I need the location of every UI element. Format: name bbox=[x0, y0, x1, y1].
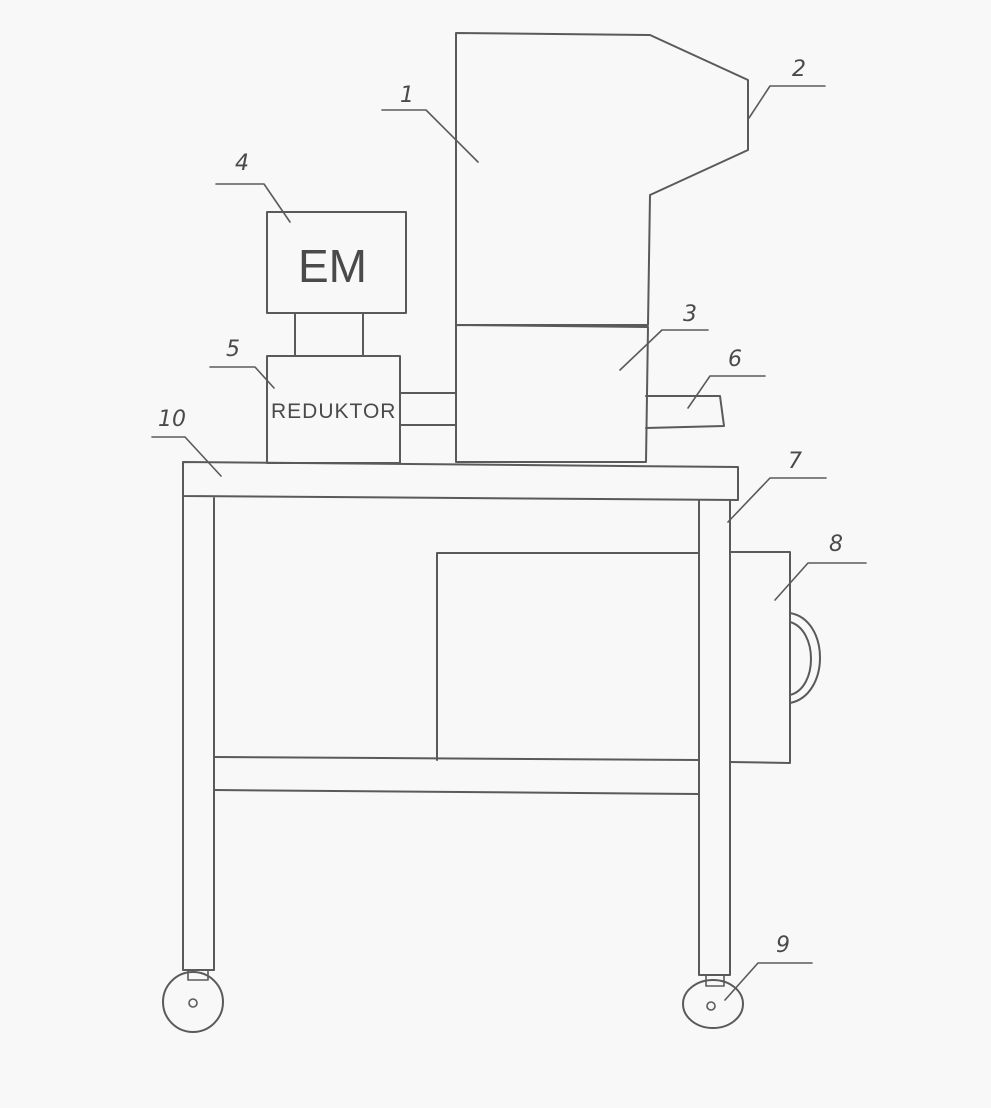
left-leg bbox=[182, 495, 215, 971]
leader-6 bbox=[687, 375, 766, 409]
callout-1: 1 bbox=[400, 83, 414, 108]
drawer-front bbox=[436, 551, 791, 764]
drive-shaft bbox=[399, 392, 457, 426]
right-wheel bbox=[682, 979, 744, 1029]
cabinet-bottom bbox=[213, 756, 700, 761]
leader-1 bbox=[381, 109, 479, 163]
left-wheel bbox=[162, 971, 224, 1033]
drawer-handle bbox=[789, 612, 821, 704]
table-top bbox=[182, 461, 739, 501]
callout-8: 8 bbox=[829, 532, 843, 557]
leader-3 bbox=[619, 329, 709, 371]
leader-10 bbox=[151, 436, 222, 477]
hopper-body bbox=[455, 32, 749, 326]
right-wheel-hub bbox=[706, 1001, 716, 1011]
leader-4 bbox=[215, 183, 291, 223]
motor-coupling bbox=[294, 312, 364, 357]
leader-2 bbox=[748, 85, 826, 119]
callout-4: 4 bbox=[235, 151, 249, 176]
right-leg bbox=[698, 499, 731, 976]
left-wheel-hub bbox=[188, 998, 198, 1008]
leader-8 bbox=[774, 562, 867, 601]
motor-label: EM bbox=[298, 240, 367, 292]
lower-rail bbox=[213, 789, 700, 795]
callout-10: 10 bbox=[158, 407, 186, 432]
callout-7: 7 bbox=[788, 449, 802, 474]
callout-3: 3 bbox=[683, 302, 697, 327]
leader-5 bbox=[209, 366, 275, 389]
leader-9 bbox=[724, 962, 813, 1001]
lower-housing bbox=[455, 324, 649, 463]
outlet-spout bbox=[645, 395, 725, 429]
gearbox-label: REDUKTOR bbox=[271, 400, 396, 423]
callout-2: 2 bbox=[792, 57, 806, 82]
callout-9: 9 bbox=[776, 933, 790, 958]
motor-box bbox=[266, 211, 407, 314]
callout-6: 6 bbox=[728, 347, 742, 372]
leader-7 bbox=[727, 477, 827, 523]
callout-5: 5 bbox=[226, 337, 240, 362]
